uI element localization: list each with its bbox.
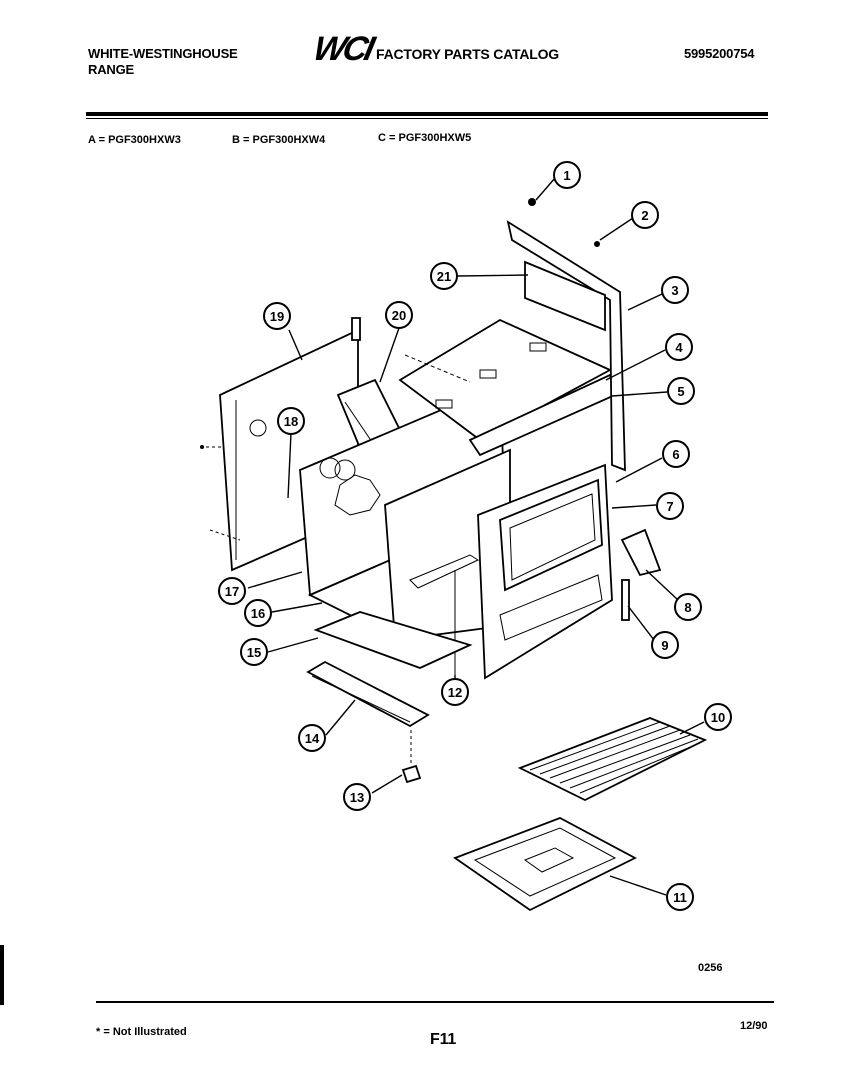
- margin-mark: [0, 945, 4, 1005]
- model-a: A = PGF300HXW3: [88, 134, 181, 146]
- svg-text:11: 11: [673, 890, 687, 905]
- svg-text:14: 14: [305, 731, 320, 746]
- callout-11: 11: [666, 883, 694, 911]
- oven-door-part: [477, 463, 613, 680]
- svg-text:4: 4: [675, 340, 683, 355]
- svg-text:5: 5: [677, 384, 684, 399]
- svg-text:21: 21: [437, 269, 451, 284]
- svg-text:10: 10: [711, 710, 725, 725]
- oven-bottom-part: [313, 611, 473, 669]
- callout-9: 9: [651, 631, 679, 659]
- brand-name: WHITE-WESTINGHOUSE RANGE: [88, 46, 238, 78]
- svg-text:3: 3: [671, 283, 678, 298]
- header-rule-thick: [86, 112, 768, 116]
- callout-18: 18: [277, 407, 305, 435]
- svg-text:20: 20: [392, 308, 406, 323]
- svg-text:7: 7: [666, 499, 673, 514]
- svg-text:6: 6: [672, 447, 679, 462]
- callout-12: 12: [441, 678, 469, 706]
- callout-1: 1: [553, 161, 581, 189]
- oven-rack-part: [517, 717, 708, 802]
- svg-text:1: 1: [563, 168, 570, 183]
- header-rule-thin: [86, 118, 768, 119]
- callout-17: 17: [218, 577, 246, 605]
- svg-text:16: 16: [251, 606, 265, 621]
- model-c: C = PGF300HXW5: [378, 132, 472, 144]
- callout-7: 7: [656, 492, 684, 520]
- callout-5: 5: [667, 377, 695, 405]
- leader-lines: [247, 177, 705, 896]
- callout-4: 4: [665, 333, 693, 361]
- svg-text:18: 18: [284, 414, 298, 429]
- catalog-title: FACTORY PARTS CATALOG: [376, 46, 559, 62]
- drawing-code: 0256: [698, 962, 723, 974]
- callout-13: 13: [343, 783, 371, 811]
- catalog-number: 5995200754: [684, 46, 755, 61]
- callout-21: 21: [430, 262, 458, 290]
- brand-line-2: RANGE: [88, 62, 134, 77]
- callout-6: 6: [662, 440, 690, 468]
- callout-20: 20: [385, 301, 413, 329]
- revision-date: 12/90: [740, 1020, 768, 1032]
- model-b: B = PGF300HXW4: [232, 134, 326, 146]
- back-panel-part: [506, 198, 626, 472]
- inner-rack-part: [409, 554, 480, 680]
- callout-16: 16: [244, 599, 272, 627]
- callout-8: 8: [674, 593, 702, 621]
- callout-2: 2: [631, 201, 659, 229]
- svg-text:17: 17: [225, 584, 239, 599]
- svg-text:8: 8: [684, 600, 691, 615]
- hinge-parts: [620, 528, 662, 621]
- footer-rule: [96, 1001, 774, 1003]
- burner-baffle-part: [306, 660, 430, 728]
- svg-text:15: 15: [247, 645, 261, 660]
- screw-part: [401, 730, 422, 784]
- broiler-pan-part: [453, 817, 637, 912]
- callout-19: 19: [263, 302, 291, 330]
- oven-cavity-part: [299, 383, 511, 642]
- callout-14: 14: [298, 724, 326, 752]
- svg-text:19: 19: [270, 309, 284, 324]
- svg-text:12: 12: [448, 685, 462, 700]
- footnote: * = Not Illustrated: [96, 1026, 187, 1038]
- svg-text:9: 9: [661, 638, 668, 653]
- callout-15: 15: [240, 638, 268, 666]
- callout-10: 10: [704, 703, 732, 731]
- page-number: F11: [430, 1031, 457, 1048]
- callout-3: 3: [661, 276, 689, 304]
- svg-text:2: 2: [641, 208, 648, 223]
- brand-line-1: WHITE-WESTINGHOUSE: [88, 46, 238, 61]
- svg-text:13: 13: [350, 790, 364, 805]
